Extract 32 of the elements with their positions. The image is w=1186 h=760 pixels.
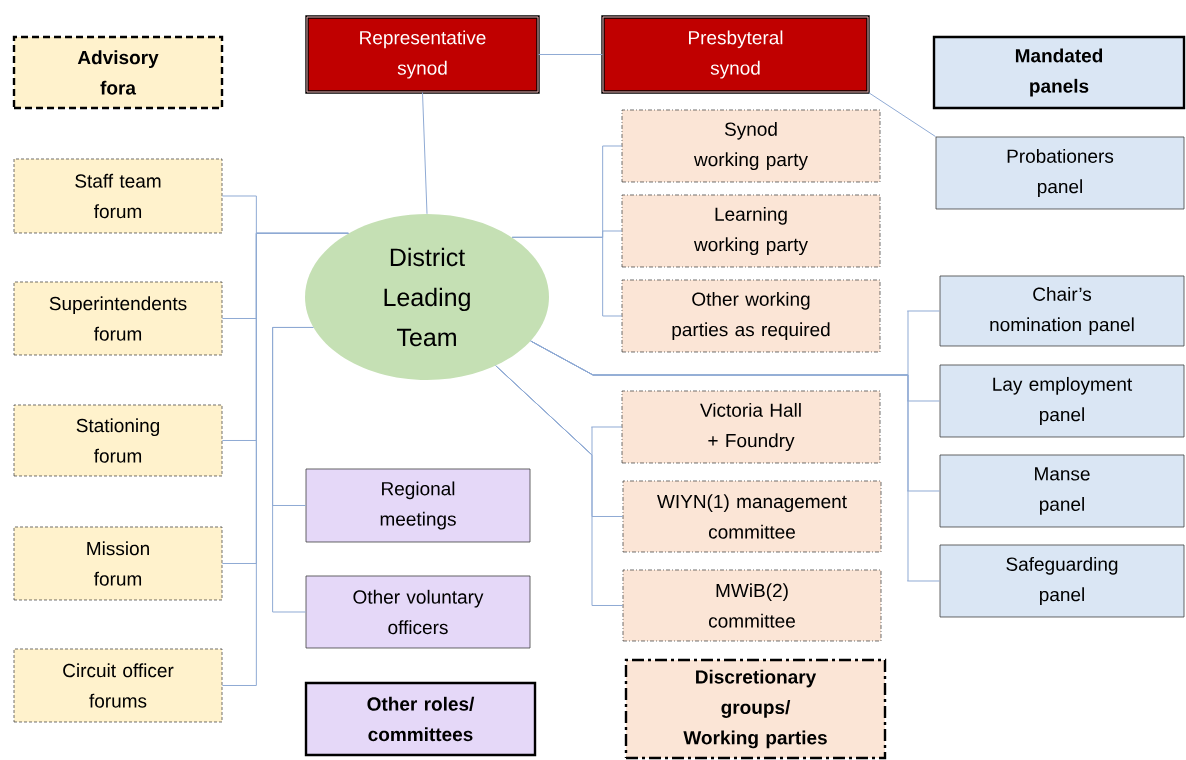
forum-box: Circuit officer forums [13,648,223,723]
role-box: Other voluntary officers [305,575,531,649]
working-party-box: Learning working party [621,194,881,268]
role-box: Regional meetings [305,468,531,543]
heading-box: Mandated panels [932,35,1186,110]
connector-line [538,54,603,55]
connector-line [868,92,937,138]
panel-box: Manse panel [939,454,1185,528]
forum-box: Superintendents forum [13,281,223,356]
panel-box: Lay employment panel [939,364,1185,438]
connector-line [495,365,624,606]
heading-box: Discretionary groups/ Working parties [624,658,887,760]
connector-line [511,236,623,317]
forum-box: Stationing forum [13,404,223,477]
working-party-box: Other working parties as required [621,279,881,353]
connector-line [272,326,314,613]
working-party-box: Victoria Hall + Foundry [621,390,881,464]
connector-line [422,92,428,215]
connector-line [221,232,349,686]
working-party-box: WIYN(1) management committee [622,480,882,553]
connector-line [530,340,941,582]
panel-box: Chair’s nomination panel [939,275,1185,347]
heading-box: Other roles/ committees [304,681,537,757]
forum-box: Mission forum [13,526,223,601]
panel-box: Safeguarding panel [939,544,1185,618]
heading-box: Advisory fora [12,35,224,110]
forum-box: Staff team forum [13,158,223,234]
working-party-box: Synod working party [621,109,881,183]
working-party-box: MWiB(2) committee [622,569,882,642]
panel-box: Probationers panel [935,136,1185,210]
synod-box: Representative synod [305,15,540,94]
synod-box: Presbyteral synod [601,15,870,94]
